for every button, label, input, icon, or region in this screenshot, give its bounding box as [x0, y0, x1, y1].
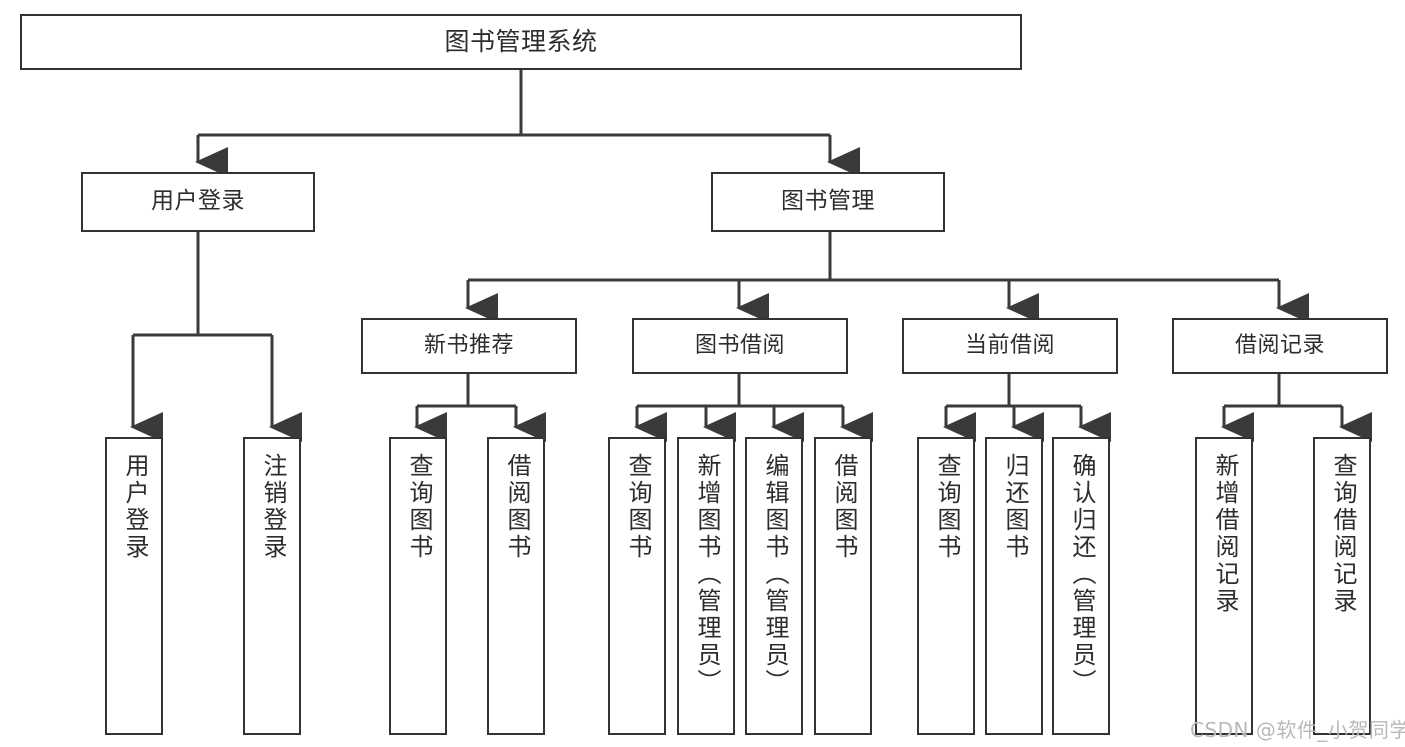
node-borrow-record[interactable]: 借阅记录 [1172, 318, 1388, 374]
watermark-text: CSDN @软件_小贺同学 [1190, 718, 1405, 742]
node-new-book-recommend[interactable]: 新书推荐 [361, 318, 577, 374]
node-leaf-confirm-return-admin-label: 确认归还（管理员） [1067, 453, 1096, 696]
node-leaf-query-book-2-label: 查询图书 [623, 453, 652, 561]
node-leaf-query-book-3-label: 查询图书 [932, 453, 961, 561]
node-leaf-borrow-book-1-label: 借阅图书 [502, 453, 531, 561]
node-new-book-recommend-label: 新书推荐 [423, 333, 514, 359]
node-book-manage[interactable]: 图书管理 [711, 172, 945, 232]
node-leaf-user-login-label: 用户登录 [120, 453, 149, 561]
node-borrow-record-label: 借阅记录 [1234, 333, 1325, 359]
node-leaf-query-borrow-record[interactable]: 查询借阅记录 [1313, 437, 1371, 735]
node-leaf-user-login[interactable]: 用户登录 [105, 437, 163, 735]
node-leaf-return-book-label: 归还图书 [1000, 453, 1029, 561]
node-leaf-borrow-book-2-label: 借阅图书 [829, 453, 858, 561]
node-leaf-logout[interactable]: 注销登录 [243, 437, 301, 735]
node-leaf-query-book-3[interactable]: 查询图书 [917, 437, 975, 735]
node-book-manage-label: 图书管理 [781, 188, 875, 215]
node-book-borrow-label: 图书借阅 [694, 333, 785, 359]
node-leaf-query-book-2[interactable]: 查询图书 [608, 437, 666, 735]
node-leaf-add-borrow-record[interactable]: 新增借阅记录 [1195, 437, 1253, 735]
node-leaf-query-book-1-label: 查询图书 [404, 453, 433, 561]
node-current-borrow-label: 当前借阅 [964, 333, 1055, 359]
node-leaf-return-book[interactable]: 归还图书 [985, 437, 1043, 735]
node-leaf-add-borrow-record-label: 新增借阅记录 [1210, 453, 1239, 615]
node-user-login[interactable]: 用户登录 [81, 172, 315, 232]
node-leaf-add-book-admin[interactable]: 新增图书（管理员） [677, 437, 735, 735]
node-root-label: 图书管理系统 [444, 27, 598, 57]
node-user-login-label: 用户登录 [151, 188, 245, 215]
node-leaf-logout-label: 注销登录 [258, 453, 287, 561]
node-book-borrow[interactable]: 图书借阅 [632, 318, 848, 374]
node-current-borrow[interactable]: 当前借阅 [902, 318, 1118, 374]
node-leaf-confirm-return-admin[interactable]: 确认归还（管理员） [1052, 437, 1110, 735]
node-leaf-query-book-1[interactable]: 查询图书 [389, 437, 447, 735]
node-root[interactable]: 图书管理系统 [20, 14, 1022, 70]
node-leaf-query-borrow-record-label: 查询借阅记录 [1328, 453, 1357, 615]
node-leaf-edit-book-admin[interactable]: 编辑图书（管理员） [745, 437, 803, 735]
node-leaf-edit-book-admin-label: 编辑图书（管理员） [760, 453, 789, 696]
node-leaf-borrow-book-1[interactable]: 借阅图书 [487, 437, 545, 735]
node-leaf-add-book-admin-label: 新增图书（管理员） [692, 453, 721, 696]
node-leaf-borrow-book-2[interactable]: 借阅图书 [814, 437, 872, 735]
